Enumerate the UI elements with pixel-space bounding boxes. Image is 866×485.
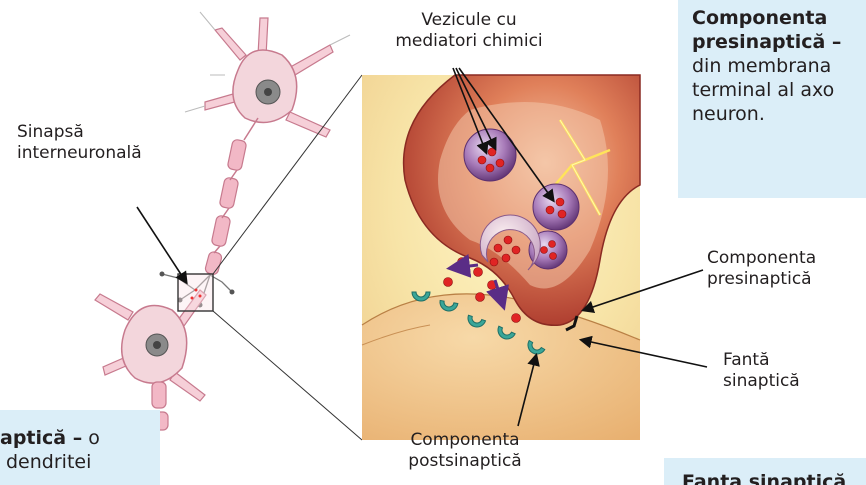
info-box-fanta: Fanta sinaptică [664, 458, 866, 485]
label-sinapsa: Sinapsă interneuronală [17, 122, 142, 164]
label-comp-post-line1: Componenta [395, 430, 535, 451]
info-box-presinaptica-line1: din membrana [692, 54, 866, 78]
info-box-presinaptica-line2: terminal al axo [692, 78, 866, 102]
synapse-magnified [362, 75, 640, 440]
label-componenta-presinaptica: Componenta presinaptică [707, 248, 816, 290]
label-fanta-line1: Fantă [723, 350, 800, 371]
neuron-drawing [95, 12, 362, 440]
info-box-presinaptica-line3: neuron. [692, 102, 866, 126]
label-vezicule-line2: mediatori chimici [389, 31, 549, 52]
label-sinapsa-line1: Sinapsă [17, 122, 142, 143]
info-box-presinaptica-title1: Componenta [692, 6, 866, 30]
info-box-postsinaptica: aptică – o dendritei [0, 410, 160, 485]
label-fanta-sinaptica: Fantă sinaptică [723, 350, 800, 392]
label-comp-post-line2: postsinaptică [395, 451, 535, 472]
label-sinapsa-line2: interneuronală [17, 143, 142, 164]
label-fanta-line2: sinaptică [723, 371, 800, 392]
info-box-presinaptica: Componenta presinaptică – din membrana t… [678, 0, 866, 198]
info-box-postsinaptica-rest: o [82, 427, 100, 449]
label-comp-pre-line1: Componenta [707, 248, 816, 269]
info-box-postsinaptica-title: aptică – [0, 427, 82, 449]
label-comp-pre-line2: presinaptică [707, 269, 816, 290]
label-componenta-postsinaptica: Componenta postsinaptică [395, 430, 535, 472]
info-box-fanta-title: Fanta sinaptică [682, 470, 866, 485]
label-vezicule: Vezicule cu mediatori chimici [389, 10, 549, 52]
label-vezicule-line1: Vezicule cu [389, 10, 549, 31]
info-box-presinaptica-title2: presinaptică – [692, 30, 866, 54]
info-box-postsinaptica-line2: dendritei [0, 450, 160, 474]
